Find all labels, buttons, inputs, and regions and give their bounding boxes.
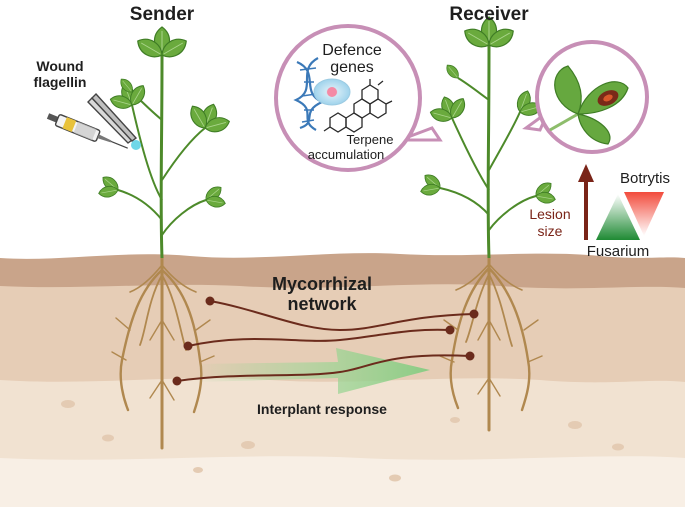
interplant-response-label: Interplant response	[257, 401, 387, 417]
terpene-label-line2: accumulation	[308, 147, 385, 162]
defence-label-line1: Defence	[322, 42, 382, 59]
mycorrhizal-label-line1: Mycorrhizal	[272, 274, 372, 294]
wound-label-line1: Wound	[36, 58, 83, 74]
lesion-size-arrow	[578, 164, 594, 240]
terpene-molecule-icon	[323, 79, 393, 133]
interplant-arrow	[196, 348, 430, 394]
fusarium-gradient-triangle	[596, 194, 640, 240]
lesion-label-line1: Lesion	[529, 206, 570, 222]
fusarium-label: Fusarium	[587, 243, 650, 260]
botrytis-gradient-triangle	[624, 192, 664, 236]
defence-bubble	[274, 24, 443, 172]
wound-label-line2: flagellin	[34, 74, 87, 90]
terpene-label-line1: Terpene	[347, 132, 394, 147]
wound-site	[131, 140, 141, 150]
mycorrhizal-hyphae	[176, 300, 475, 382]
infected-leaf-bubble	[522, 40, 649, 154]
soil-pebbles	[61, 400, 624, 482]
hypha-nodes	[172, 296, 479, 386]
botrytis-label: Botrytis	[620, 170, 670, 187]
lesion-label-line2: size	[538, 223, 563, 239]
sender-roots	[111, 256, 215, 450]
receiver-label: Receiver	[449, 4, 529, 25]
soil	[0, 253, 685, 507]
sender-plant	[97, 26, 232, 259]
soil-bottom-band	[0, 456, 685, 507]
mycorrhizal-label-line2: network	[287, 294, 357, 314]
forceps-icon	[87, 92, 138, 144]
defence-label-line2: genes	[330, 59, 374, 76]
receiver-plant	[419, 16, 557, 259]
syringe-icon	[46, 113, 128, 149]
sender-label: Sender	[130, 4, 195, 25]
